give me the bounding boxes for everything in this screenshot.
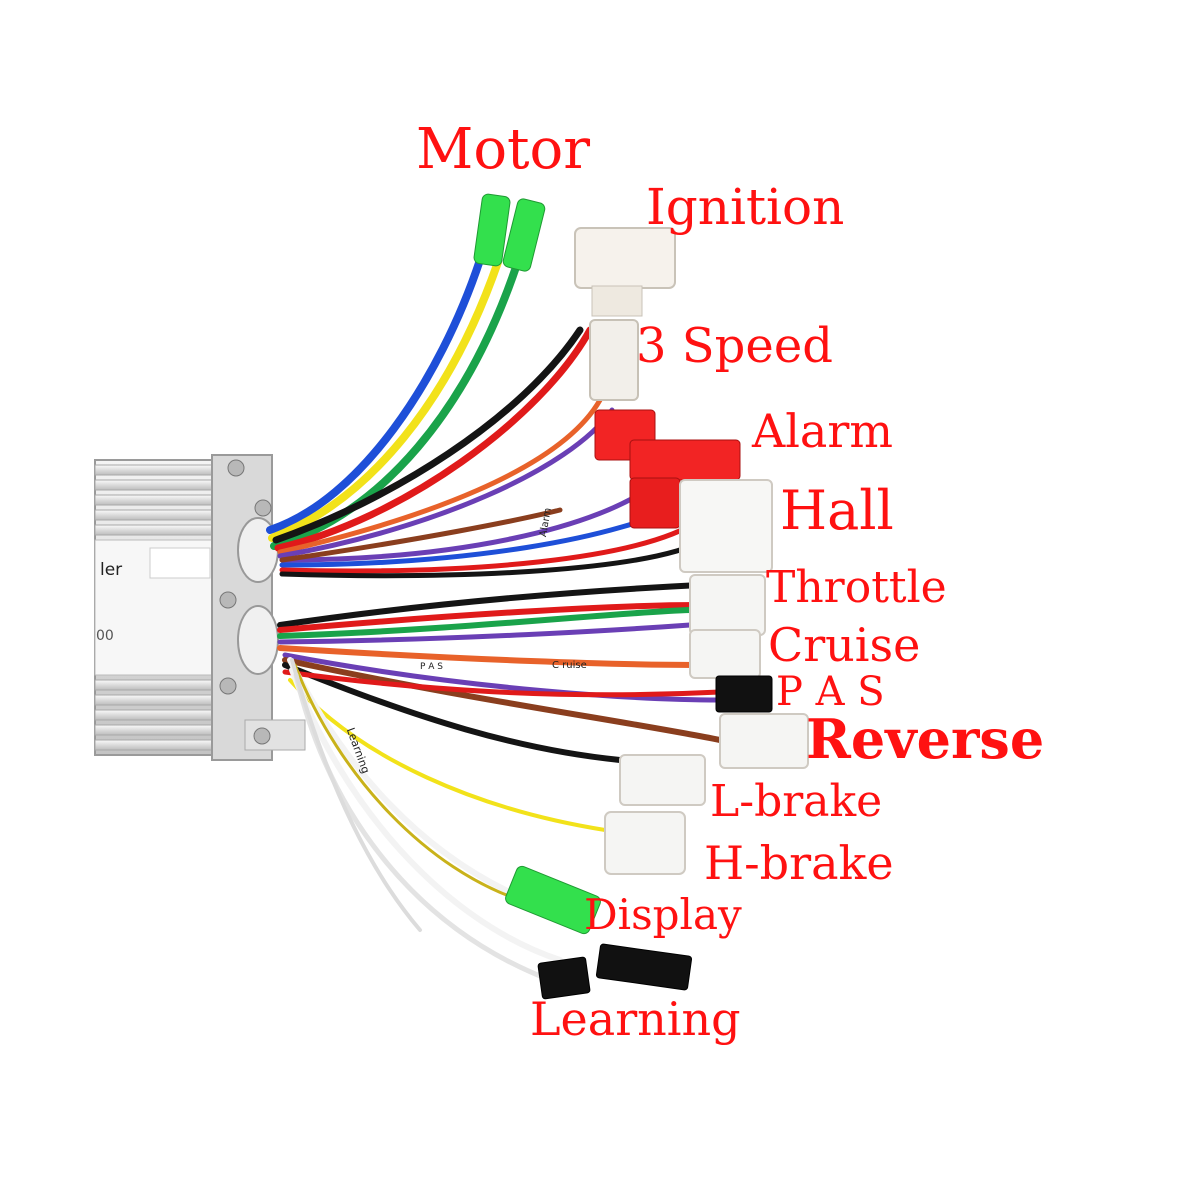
display-label: Display: [584, 890, 742, 939]
h-brake-connector: [604, 811, 686, 875]
throttle-connector: [689, 574, 766, 636]
alarm-connector: [594, 409, 741, 529]
pas-label: P A S: [776, 669, 885, 715]
reverse-label: Reverse: [806, 707, 1045, 771]
controller-housing: [94, 454, 306, 761]
cruise-connector: [689, 629, 761, 679]
motor-connector: [473, 193, 546, 272]
alarm-label: Alarm: [752, 404, 893, 458]
screw-icon: [219, 677, 237, 695]
screw-icon: [227, 459, 245, 477]
pas-connector: [715, 675, 773, 713]
display-connector: [505, 865, 601, 935]
learning-label: Learning: [530, 992, 741, 1046]
cruise-wire-tag: C ruise: [552, 660, 587, 671]
motor-label: Motor: [416, 117, 591, 182]
h-brake-label: H-brake: [704, 836, 894, 890]
l-brake-label: L-brake: [710, 776, 883, 827]
housing-model-text: 00: [96, 628, 114, 644]
screw-icon: [253, 727, 271, 745]
ignition-label: Ignition: [646, 178, 845, 236]
throttle-label: Throttle: [766, 562, 947, 613]
learning-connector: [537, 943, 693, 1000]
screw-icon: [254, 499, 272, 517]
screw-icon: [219, 591, 237, 609]
hall-connector: [679, 479, 773, 573]
l-brake-connector: [619, 754, 706, 806]
lower-wire-bundle: [277, 582, 723, 983]
cruise-label: Cruise: [768, 618, 921, 672]
pas-wire-tag: P A S: [420, 662, 444, 672]
hall-label: Hall: [780, 479, 894, 542]
ignition-connector: [574, 227, 676, 317]
cable-grommet: [237, 605, 279, 675]
reverse-connector: [719, 713, 809, 769]
3-speed-label: 3 Speed: [636, 318, 833, 374]
housing-label-text: ler: [100, 560, 123, 580]
3-speed-connector: [589, 319, 639, 401]
